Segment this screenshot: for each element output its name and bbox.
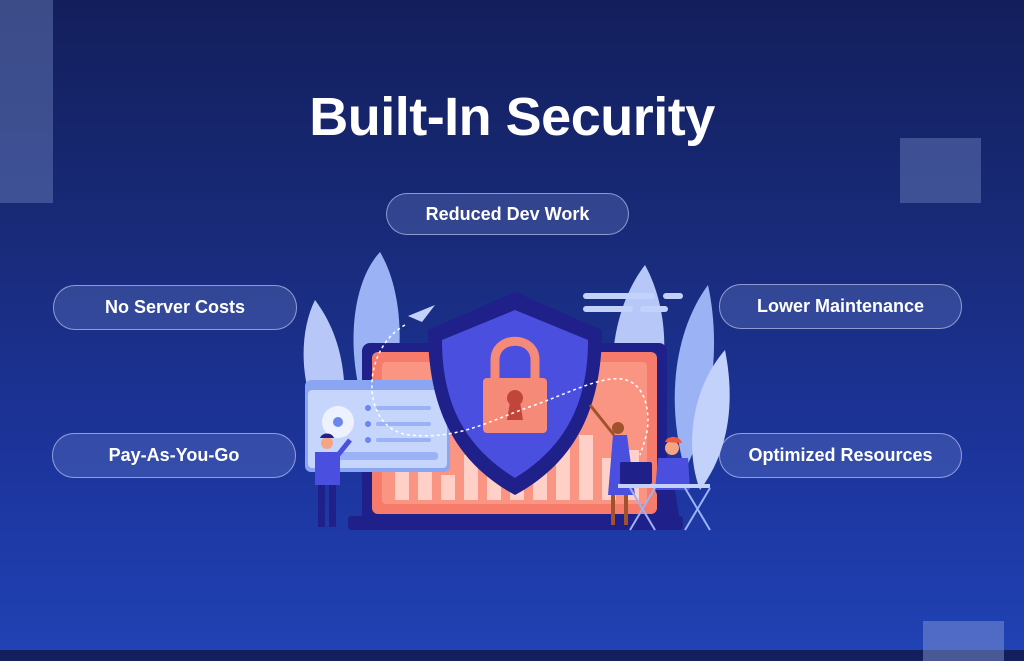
decorative-block-right — [900, 138, 981, 203]
feature-pill-reduced-dev-work[interactable]: Reduced Dev Work — [386, 193, 629, 235]
security-illustration — [290, 240, 740, 540]
page-title: Built-In Security — [309, 87, 715, 147]
feature-pill-no-server-costs[interactable]: No Server Costs — [53, 285, 297, 330]
shield-lock-icon — [303, 252, 730, 531]
feature-pill-pay-as-you-go[interactable]: Pay-As-You-Go — [52, 433, 296, 478]
feature-pill-optimized-resources[interactable]: Optimized Resources — [719, 433, 962, 478]
decorative-block-left — [0, 0, 53, 203]
decorative-block-bottom — [923, 621, 1004, 661]
feature-pill-lower-maintenance[interactable]: Lower Maintenance — [719, 284, 962, 329]
